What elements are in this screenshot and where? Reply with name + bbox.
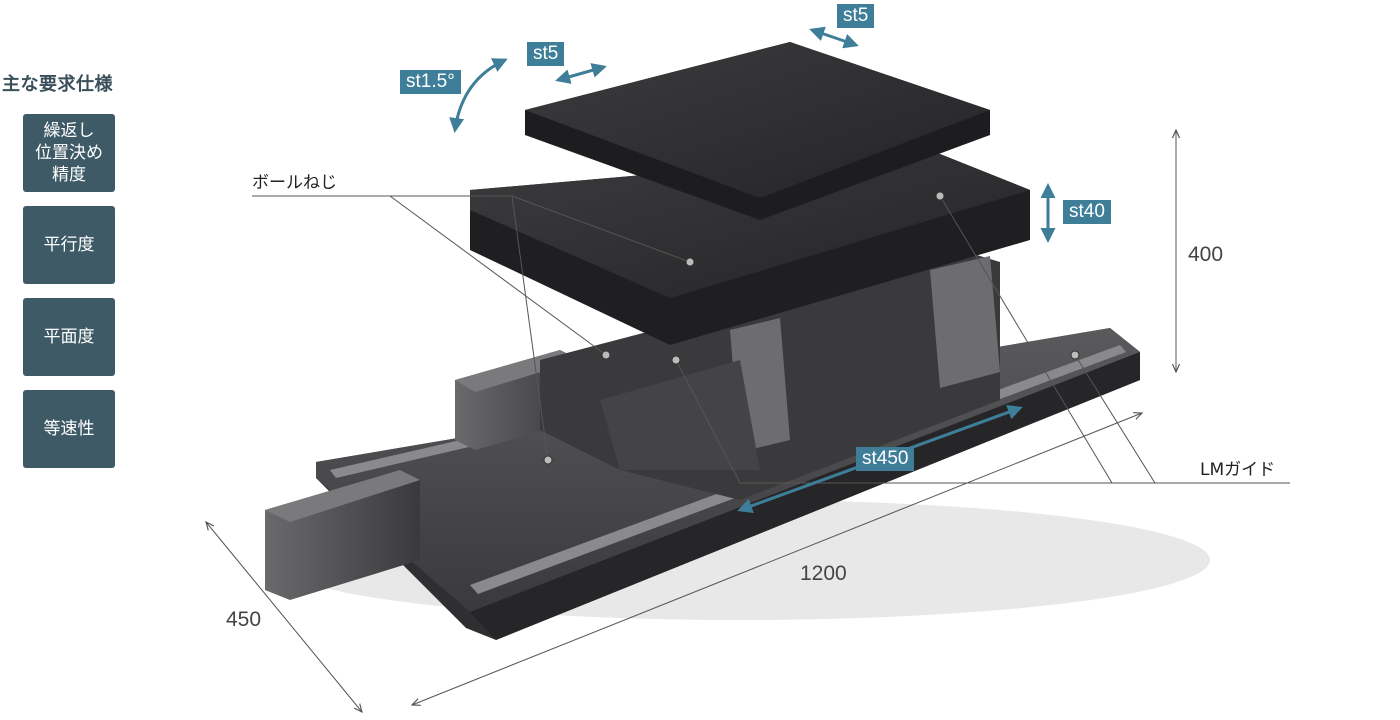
- upper-y-stroke-arrow: [809, 26, 859, 49]
- leader-dots: [543, 191, 1080, 465]
- length-dimension: 1200: [800, 562, 847, 585]
- upper-y-stroke-tag: st5: [837, 4, 875, 28]
- lm-guide-label: LMガイド: [1200, 460, 1276, 480]
- upper-x-stroke-arrow: [555, 63, 607, 84]
- spec-flatness: 平面度: [23, 298, 115, 376]
- spec-parallelism: 平行度: [23, 206, 115, 284]
- width-dimension-line: [206, 522, 362, 712]
- top-table: [525, 42, 990, 220]
- spec-constant-speed: 等速性: [23, 390, 115, 468]
- spec-repeat-positioning: 繰返し 位置決め 精度: [23, 114, 115, 192]
- height-dimension: 400: [1188, 243, 1224, 266]
- tilt-stroke-tag: st1.5°: [400, 70, 461, 94]
- upper-x-stroke-tag: st5: [527, 42, 565, 66]
- tilt-stroke-arrow: [449, 58, 508, 133]
- middle-plate: [470, 150, 1030, 345]
- long-stroke-tag: st450: [856, 447, 915, 471]
- ball-screw-label: ボールねじ: [252, 173, 337, 193]
- width-dimension: 450: [226, 608, 262, 631]
- z-stroke-tag: st40: [1063, 200, 1111, 224]
- spec-heading: 主な要求仕様: [2, 74, 113, 95]
